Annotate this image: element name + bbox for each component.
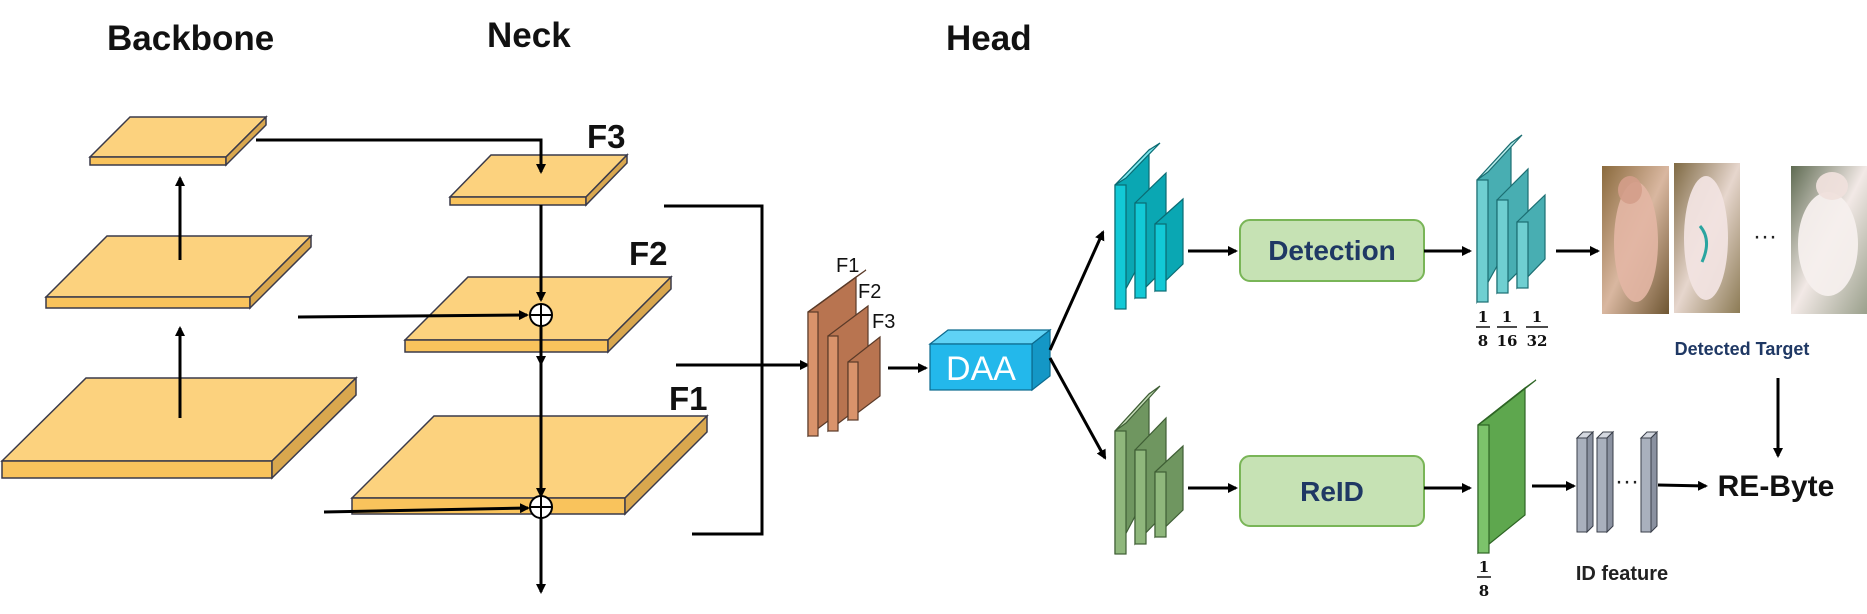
id-ellipsis: ··· — [1615, 468, 1639, 495]
targets-ellipsis: ··· — [1753, 223, 1777, 250]
feature-stack — [807, 269, 881, 438]
daa-label: DAA — [946, 350, 1016, 388]
scale-fraction-1-8: 1 8 — [1476, 308, 1490, 350]
detection-label: Detection — [1268, 235, 1396, 266]
neck-plate-f1 — [350, 414, 709, 516]
id-to-rebyte-arrow — [1657, 480, 1708, 491]
scale-fraction-reid-1-8: 1 8 — [1477, 558, 1491, 600]
feature-label-f3: F3 — [587, 118, 626, 155]
detected-pig-image-2 — [1674, 163, 1740, 313]
feature-label-f2: F2 — [629, 235, 668, 272]
id-feature-bars — [1575, 430, 1659, 534]
scale-fraction-1-16: 1 16 — [1497, 308, 1518, 350]
frac-num: 1 — [1478, 308, 1488, 326]
backbone-plate-top — [88, 115, 268, 167]
daa-to-detection-arrow — [1048, 230, 1105, 351]
lateral-arrow-top — [256, 138, 546, 174]
frac-den: 32 — [1527, 332, 1548, 350]
detected-pig-image-3 — [1791, 166, 1867, 314]
detection-output-stack — [1476, 134, 1546, 305]
reid-box — [1239, 455, 1425, 527]
frac-num: 1 — [1532, 308, 1542, 326]
frac-den: 16 — [1497, 332, 1518, 350]
neck-title: Neck — [487, 16, 571, 55]
cyan-feature-stack — [1114, 142, 1184, 310]
scale-fraction-1-32: 1 32 — [1526, 308, 1548, 350]
backbone-title: Backbone — [107, 19, 274, 58]
backbone-plate-middle — [44, 234, 313, 310]
sum-node-lower — [529, 495, 553, 519]
lateral-arrow-bottom — [323, 503, 530, 514]
frac-num: 1 — [1502, 308, 1512, 326]
stack-label-f2: F2 — [858, 281, 881, 303]
frac-den: 8 — [1478, 332, 1488, 350]
frac-den: 8 — [1479, 582, 1489, 600]
green-feature-stack — [1114, 385, 1184, 555]
detected-target-label: Detected Target — [1675, 339, 1810, 359]
lateral-arrow-middle — [297, 310, 529, 321]
detected-pig-image-1 — [1602, 166, 1669, 314]
id-feature-label: ID feature — [1576, 563, 1668, 585]
reid-output-layer — [1477, 379, 1537, 555]
daa-to-reid-arrow — [1048, 357, 1107, 460]
neck-output-bracket — [664, 204, 764, 536]
stack-label-f1: F1 — [836, 255, 859, 277]
daa-block — [928, 328, 1052, 392]
head-title: Head — [946, 19, 1032, 58]
stack-layer-f3 — [847, 335, 881, 422]
rebyte-label: RE-Byte — [1718, 470, 1835, 503]
stack-label-f3: F3 — [872, 311, 895, 333]
reid-label: ReID — [1300, 476, 1364, 507]
neck-plate-f3 — [448, 153, 629, 207]
frac-num: 1 — [1479, 558, 1489, 576]
backbone-plate-bottom — [0, 376, 358, 480]
sum-node-upper — [529, 303, 553, 327]
feature-label-f1: F1 — [669, 380, 708, 417]
